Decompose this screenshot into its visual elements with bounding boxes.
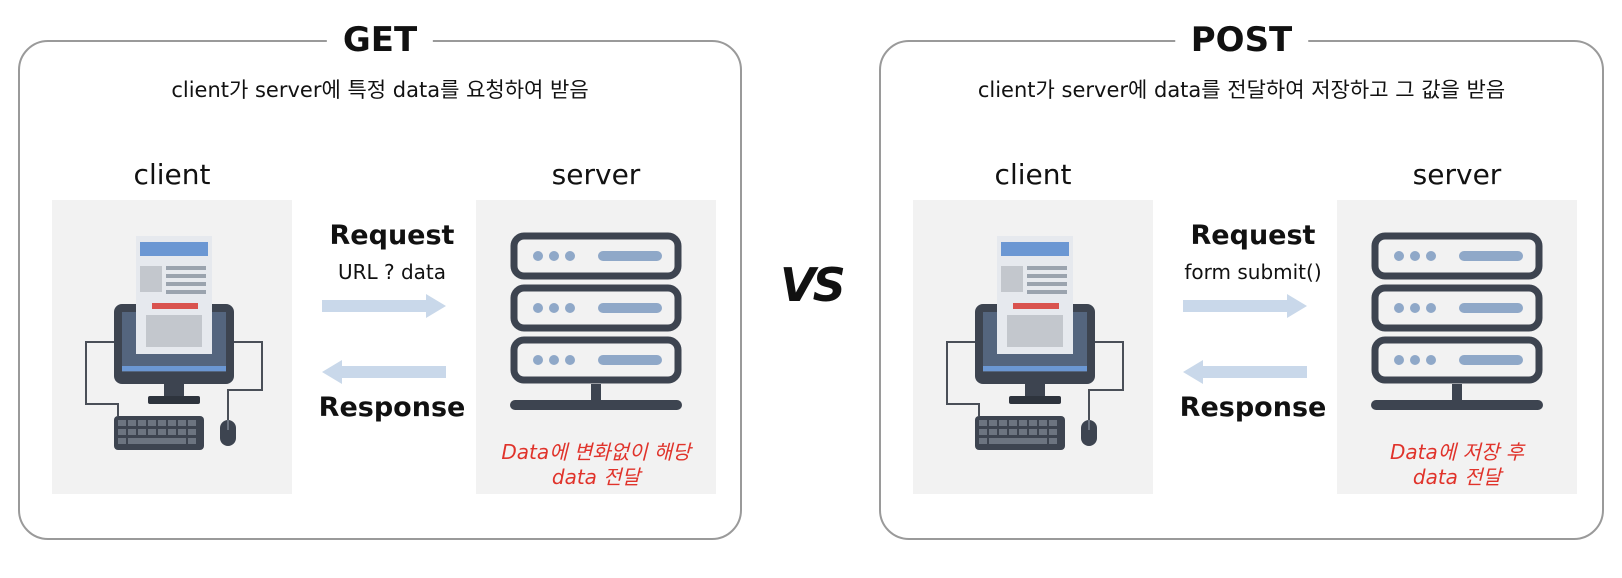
post-server-note-line2: data 전달	[1412, 465, 1502, 489]
get-title: GET	[326, 16, 434, 64]
get-server-note-line2: data 전달	[551, 465, 641, 489]
get-description: client가 server에 특정 data를 요청하여 받음	[171, 78, 589, 102]
post-description: client가 server에 data를 전달하여 저장하고 그 값을 받음	[977, 78, 1506, 102]
get-panel: GET client가 server에 특정 data를 요청하여 받음 cli…	[18, 16, 742, 540]
post-server-box	[1337, 200, 1577, 494]
request-arrow-icon	[1183, 294, 1307, 318]
get-client-box	[52, 200, 292, 494]
get-request-detail: URL ? data	[337, 260, 447, 284]
vs-label: VS	[780, 258, 846, 312]
client-computer-icon	[52, 200, 292, 494]
client-computer-icon	[913, 200, 1153, 494]
post-panel: POST client가 server에 data를 전달하여 저장하고 그 값…	[879, 16, 1604, 540]
post-title: POST	[1174, 16, 1309, 64]
response-arrow-icon	[1183, 360, 1307, 384]
request-arrow-icon	[322, 294, 446, 318]
get-server-note-line1: Data에 변화없이 해당	[501, 440, 691, 464]
post-server-label: server	[1412, 158, 1502, 191]
get-client-label: client	[133, 158, 211, 191]
post-request-label: Request	[1190, 220, 1316, 251]
post-client-label: client	[994, 158, 1072, 191]
response-arrow-icon	[322, 360, 446, 384]
post-server-note: Data에 저장 후 data 전달	[1337, 440, 1577, 490]
post-server-note-line1: Data에 저장 후	[1389, 440, 1525, 464]
get-server-note: Data에 변화없이 해당 data 전달	[476, 440, 716, 490]
get-server-label: server	[551, 158, 641, 191]
get-response-label: Response	[318, 392, 466, 423]
post-client-box	[913, 200, 1153, 494]
get-request-label: Request	[329, 220, 455, 251]
post-response-label: Response	[1179, 392, 1327, 423]
post-request-detail: form submit()	[1184, 260, 1322, 284]
get-server-box	[476, 200, 716, 494]
